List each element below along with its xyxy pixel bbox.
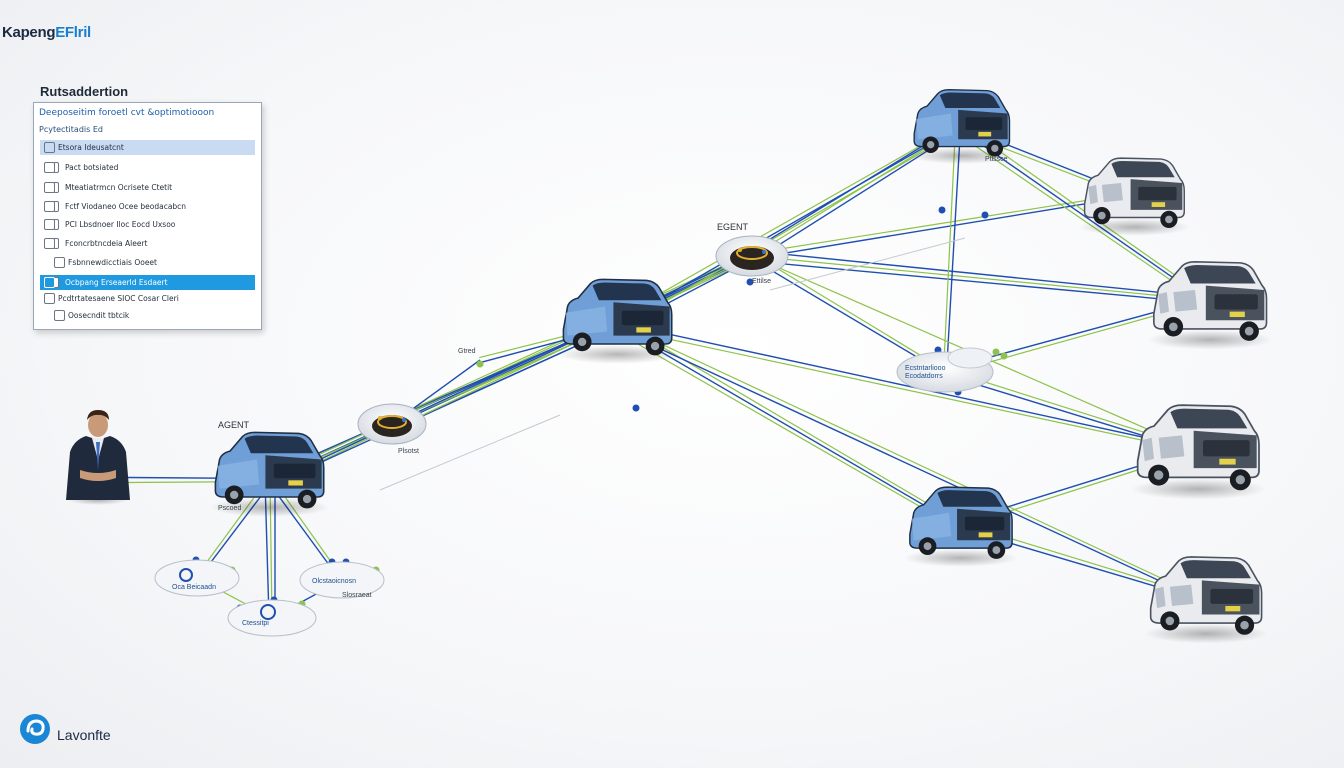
network-link [751,255,1206,301]
network-link [612,328,957,529]
cloud-node-right[interactable] [896,347,994,393]
panel-row[interactable]: PCI Lbsdnoer Iloc Eocd Uxsoo [40,217,255,232]
connection-links [127,123,1208,619]
list-item-icon [44,277,55,288]
link-node-dot [632,404,640,412]
network-link [614,326,1195,453]
router-hub-center[interactable] [715,235,789,277]
panel-row[interactable]: Fconcrbtncdeia Aleert [40,236,255,251]
network-link [617,130,960,330]
node-label: Plsotst [398,448,420,455]
panel-row[interactable]: Pact botsiated [40,160,255,175]
list-item-icon [44,142,55,153]
panel-row[interactable]: Oosecndit tbtcik [40,308,255,323]
panel-subtitle: Pcytectitadis Ed [39,125,103,134]
node-label: Gtred [458,348,476,355]
agent-label-center: EGENT [717,222,749,232]
network-link [751,260,1205,304]
list-item-icon [44,162,55,173]
panel-row[interactable]: Pcdtrtatesaene SIOC Cosar Cleri [40,291,255,306]
network-link [615,322,1201,598]
panel-heading: Rutsaddertion [40,84,129,99]
network-link [751,127,959,257]
footer-brand-name: Lavonfte [57,727,111,743]
car-hub[interactable] [556,278,678,365]
cluster-label: Slosraeat [342,592,372,599]
link-node-dot [992,348,1000,356]
list-item-icon [54,310,65,321]
mini-swirl-icon [179,568,193,582]
link-node-dot [981,211,989,219]
list-item-icon [44,201,55,212]
cluster-label: Oca Beicaadn [172,584,216,591]
brand-title: KapengEFlril [2,24,91,41]
cluster-label: Ecstntarliooo Ecodatdorrs [905,365,946,380]
cluster-label: Ctessitpi [242,620,269,627]
panel-row[interactable]: Fsbnnewdicctiais Ooeet [40,255,255,270]
node-label: Pscoed [218,505,242,512]
list-item-icon [44,293,55,304]
list-item-icon [44,182,55,193]
link-node-dot [938,206,946,214]
network-link [612,124,957,322]
network-link [752,195,1131,260]
panel-row[interactable]: Mteatiatrmcn Ocrisete Ctetit [40,180,255,195]
car-white-lower[interactable] [1129,404,1266,500]
car-white-upper[interactable] [1078,157,1190,237]
network-link [613,326,1200,600]
network-link [270,256,753,483]
panel-row[interactable]: Etsora Ideusatcnt [40,140,255,155]
panel-row-selected[interactable]: Ocbpang Erseaerld Esdaert [40,275,255,290]
shadow-line [769,237,966,291]
shadow-line [379,414,561,491]
router-hub-left[interactable] [357,403,427,445]
configuration-panel: Deeposeitim foroetl cvt &optimotiooon Pc… [33,102,262,330]
car-top[interactable] [907,89,1015,165]
panel-row[interactable]: Fctf Viodaneo Ocee beodacabcn [40,199,255,214]
bubble-cluster [154,559,385,637]
network-link [752,253,947,372]
panel-title: Deeposeitim foroetl cvt &optimotiooon [39,108,215,118]
human-agent-figure [66,410,130,505]
network-link [615,321,1196,450]
list-item-icon [44,219,55,230]
agent-label-left: AGENT [218,420,250,430]
link-node-dot [746,278,754,286]
network-link [945,128,962,373]
list-item-icon [54,257,65,268]
network-link [614,127,959,326]
node-label: Ettilse [752,278,772,285]
link-node-dot [476,360,484,368]
swirl-logo-icon [20,714,50,744]
list-item-icon [44,238,55,249]
mini-swirl-icon [260,604,276,620]
car-white-bottom[interactable] [1143,556,1268,645]
network-link [752,250,1206,298]
network-link [942,127,957,372]
cluster-label: Olcstaoicnosn [312,578,356,585]
link-node-dot [1000,352,1008,360]
network-link [750,257,945,374]
car-white-middle[interactable] [1146,260,1273,351]
node-label: Ptlssce [985,156,1008,163]
